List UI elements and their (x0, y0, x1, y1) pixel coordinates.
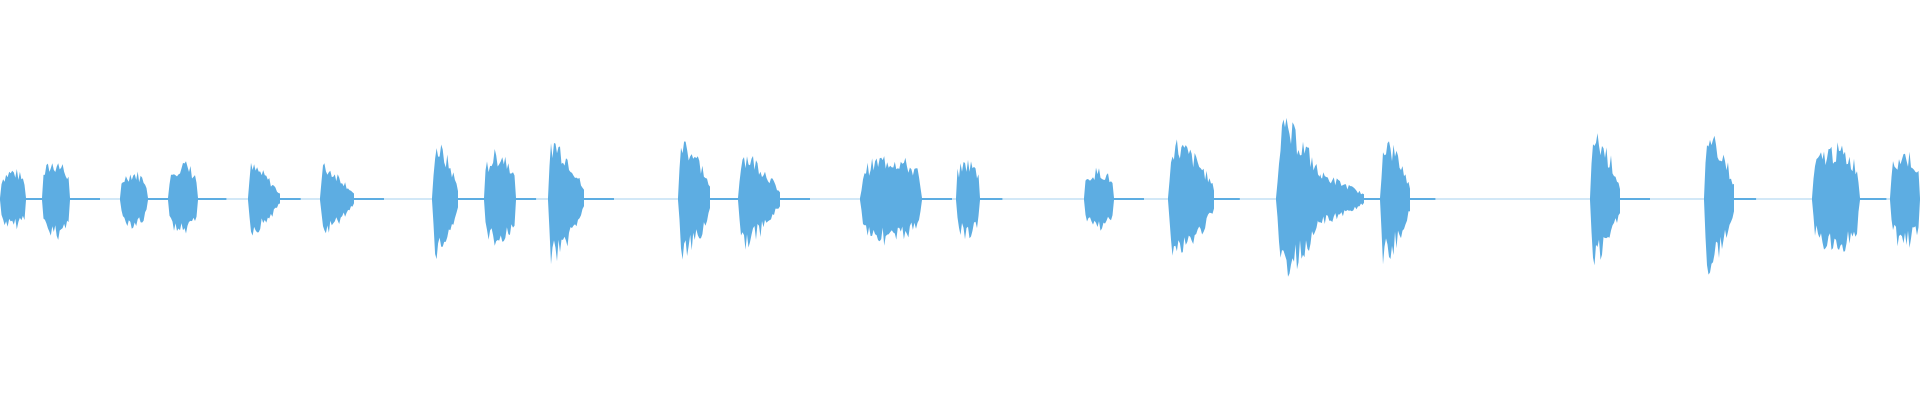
waveform-burst (1168, 139, 1214, 256)
waveform-tail (584, 198, 614, 200)
waveform-burst (1276, 117, 1324, 277)
waveform-burst (484, 149, 516, 246)
waveform-tail (458, 198, 486, 200)
waveform-tail (70, 198, 100, 200)
waveform-burst (548, 143, 584, 265)
waveform-burst (248, 162, 280, 236)
waveform-burst (956, 159, 980, 240)
waveform-burst (1704, 135, 1734, 275)
waveform-tail (516, 198, 537, 200)
waveform-tail (1364, 198, 1394, 200)
waveform-tail (1324, 198, 1348, 200)
waveform-tail (1860, 198, 1887, 200)
waveform-tail (1620, 198, 1650, 200)
waveform-burst (168, 161, 198, 234)
waveform-burst (1812, 142, 1860, 252)
waveform-tail (1734, 198, 1757, 200)
waveform-tail (354, 198, 384, 200)
waveform-tail (980, 198, 1003, 200)
waveform-burst (0, 169, 26, 230)
waveform-bursts (0, 117, 1920, 277)
waveform-tail (780, 198, 810, 200)
waveform-burst (860, 156, 922, 246)
waveform-tail (1410, 198, 1436, 200)
waveform-tail (710, 198, 740, 200)
waveform-tail (1114, 198, 1144, 200)
waveform-burst (678, 141, 710, 260)
waveform-tail (280, 198, 301, 200)
waveform-tail (198, 198, 227, 200)
waveform-tail (26, 198, 56, 200)
waveform-tail (1214, 198, 1240, 200)
waveform-burst (1590, 133, 1620, 266)
waveform-burst (1380, 141, 1410, 265)
waveform-burst (738, 156, 780, 250)
waveform-burst (120, 171, 148, 229)
waveform-tail (922, 198, 952, 200)
waveform-burst (1890, 151, 1920, 248)
waveform-burst (42, 163, 70, 240)
waveform-tail (148, 198, 178, 200)
waveform-burst (1084, 167, 1114, 231)
waveform-burst (432, 144, 458, 260)
waveform-burst (320, 163, 354, 234)
